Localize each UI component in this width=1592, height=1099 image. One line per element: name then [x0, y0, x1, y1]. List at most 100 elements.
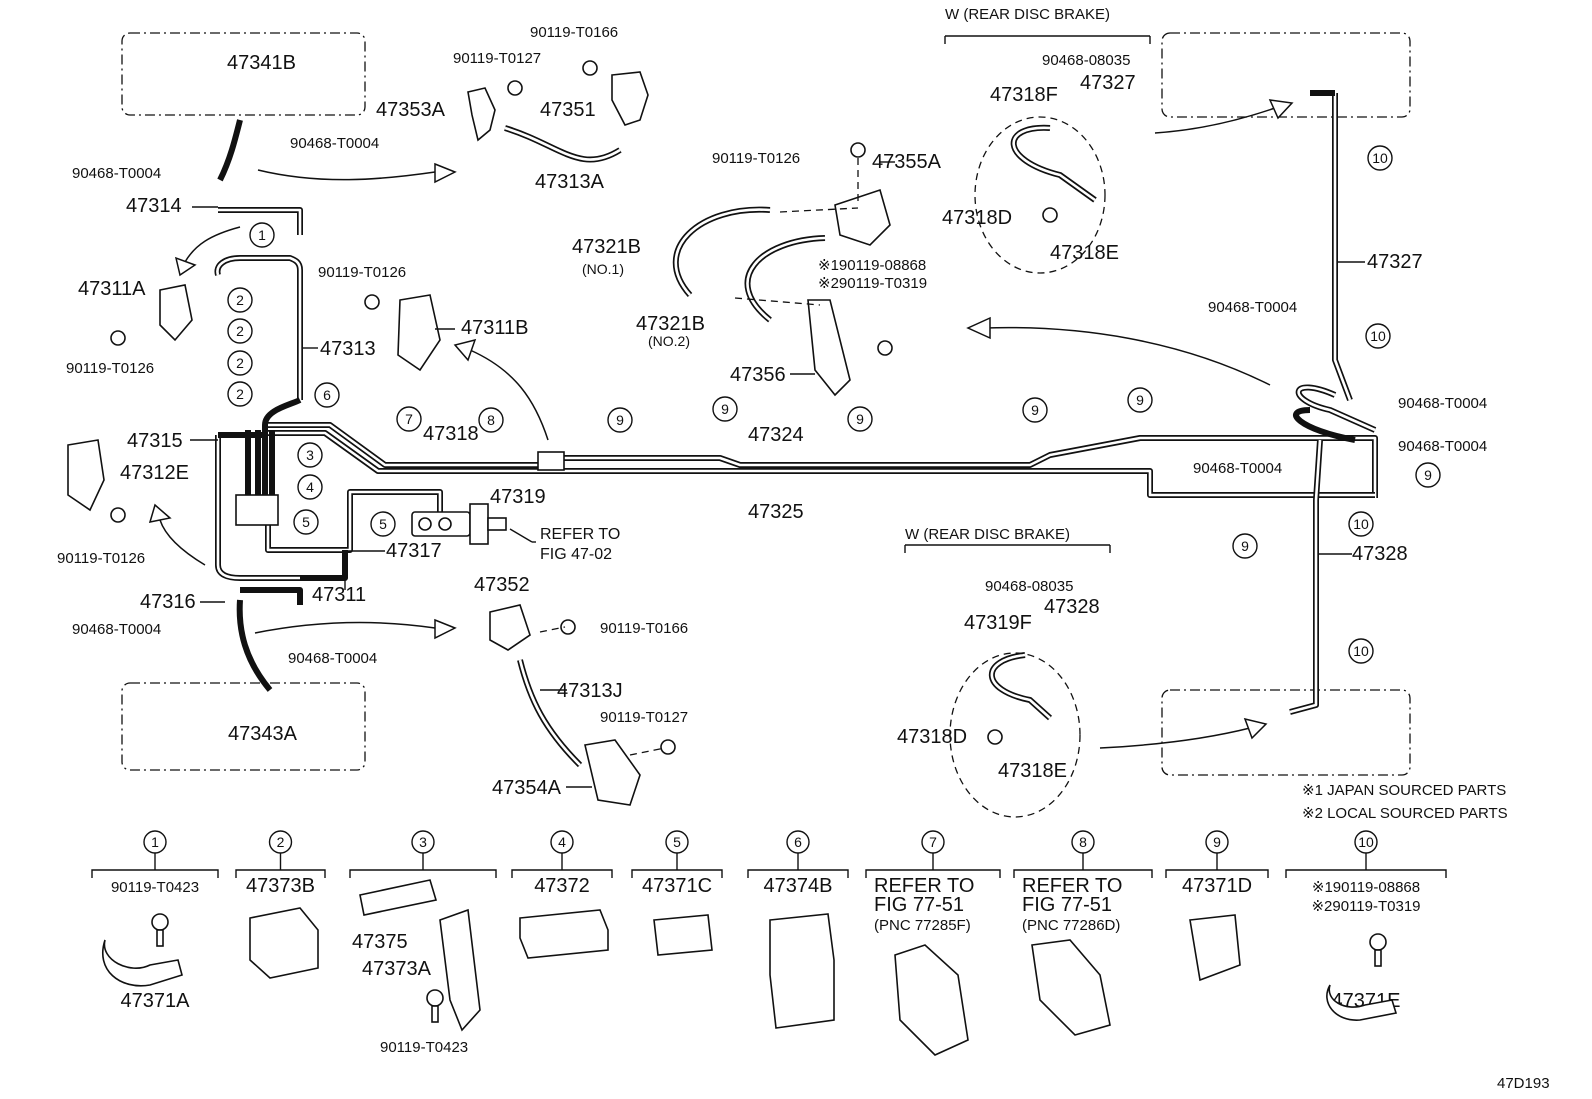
callout-number: 9: [1031, 402, 1039, 418]
callout-bubble: 3: [297, 442, 323, 468]
clip-shape-10: [1326, 984, 1398, 1021]
bolt-shank: [156, 929, 164, 947]
label-47355A: 47355A: [872, 151, 942, 173]
rear-left-wheel-box: [1161, 32, 1411, 118]
clip-shape-1: [102, 939, 183, 987]
legend-japan-sourced: ※1 JAPAN SOURCED PARTS: [1302, 782, 1506, 799]
callout-bubble: 6: [314, 382, 340, 408]
callout-bubble: 9: [1022, 397, 1048, 423]
distribution-block: [235, 494, 279, 526]
callout-number: 9: [721, 401, 729, 417]
label-w-rear-disc-brake: W (REAR DISC BRAKE): [905, 526, 1070, 543]
callout-number: 1: [258, 227, 266, 243]
legend-text: 47373A: [362, 958, 432, 980]
clip-shape-5: [653, 914, 713, 956]
label-refer-to: REFER TO: [540, 526, 620, 543]
callout-bubble: 8: [478, 407, 504, 433]
label-90119-T0127: 90119-T0127: [453, 50, 541, 67]
dashed-leaders: [539, 158, 859, 756]
callout-number: 9: [1241, 538, 1249, 554]
callout-bubble: 5: [370, 511, 396, 537]
label-90119-T0166: 90119-T0166: [530, 24, 618, 41]
label-47318: 47318: [423, 423, 479, 445]
label-47343A: 47343A: [228, 723, 298, 745]
label-47324: 47324: [748, 424, 804, 446]
legend-group-5: 5 47371C: [631, 830, 723, 897]
legend-text: 47374B: [764, 875, 833, 897]
callout-bubble: 1: [249, 222, 275, 248]
label-47311B: 47311B: [461, 317, 528, 339]
label-47319: 47319: [490, 486, 546, 508]
legend-text: FIG 77-51: [874, 894, 964, 916]
label-90468-T0004: 90468-T0004: [1398, 395, 1487, 412]
callout-bubble: 7: [396, 406, 422, 432]
callout-bubble: 10: [1348, 511, 1374, 537]
label-47328: 47328: [1044, 596, 1100, 618]
master-cylinder-valve: [411, 503, 507, 545]
label-90119-T0126: 90119-T0126: [57, 550, 145, 567]
callout-bubble: 9: [1232, 533, 1258, 559]
legend-local-sourced: ※2 LOCAL SOURCED PARTS: [1302, 805, 1508, 822]
callout-number: 2: [236, 323, 244, 339]
label-90468-T0004: 90468-T0004: [1398, 438, 1487, 455]
bolt-icon: [151, 913, 169, 931]
callout-bubble: 9: [1127, 387, 1153, 413]
callout-number: 2: [236, 292, 244, 308]
label-47318F: 47318F: [990, 84, 1058, 106]
label-47353A: 47353A: [376, 99, 446, 121]
bolts: [110, 60, 1058, 755]
legend-text: 47371C: [642, 875, 712, 897]
legend-text: ※190119-08868: [1312, 879, 1420, 896]
brake-tubes: [214, 90, 1378, 715]
label-note-1: ※190119-08868: [818, 257, 926, 274]
callout-number: 2: [236, 386, 244, 402]
legend-number: 8: [1079, 834, 1087, 850]
label-47327: 47327: [1080, 72, 1136, 94]
label-90468-T0004: 90468-T0004: [72, 165, 161, 182]
label-47354A: 47354A: [492, 777, 562, 799]
label-47313A: 47313A: [535, 171, 605, 193]
clip-shape-3: [359, 879, 481, 1032]
legend-number: 5: [673, 834, 681, 850]
part-labels: 47341B 90468-T0004 90468-T0004 47314 473…: [57, 6, 1550, 1092]
rear-right-wheel-box: [1161, 689, 1411, 776]
callout-bubble: 5: [293, 509, 319, 535]
label-47321B: 47321B: [636, 313, 705, 335]
callout-bubble: 4: [297, 474, 323, 500]
clip-shape-7: [894, 944, 969, 1056]
callout-number: 4: [306, 479, 314, 495]
clip-shape-8: [1031, 939, 1111, 1036]
callout-number: 7: [405, 411, 413, 427]
legend-text: 90119-T0423: [380, 1039, 468, 1056]
callout-number: 10: [1353, 643, 1369, 659]
callout-number: 5: [379, 516, 387, 532]
legend-text: 90119-T0423: [111, 879, 199, 896]
legend-text: (PNC 77286D): [1022, 917, 1120, 934]
label-90119-T0126: 90119-T0126: [318, 264, 406, 281]
callout-bubble: 9: [607, 407, 633, 433]
label-47312E: 47312E: [120, 462, 189, 484]
joint-block-47319: [537, 451, 565, 471]
callout-bubble: 2: [227, 350, 253, 376]
legend-number: 6: [794, 834, 802, 850]
callout-number: 10: [1370, 328, 1386, 344]
legend-number: 3: [419, 834, 427, 850]
bolt-shank: [1374, 949, 1382, 967]
label-90119-T0166: 90119-T0166: [600, 620, 688, 637]
label-47321B: 47321B: [572, 236, 641, 258]
label-90468-T0004: 90468-T0004: [288, 650, 377, 667]
legend-number: 9: [1213, 834, 1221, 850]
label-90468-T0004: 90468-T0004: [290, 135, 379, 152]
callout-bubble: 9: [847, 406, 873, 432]
label-47313: 47313: [320, 338, 376, 360]
bolt-icon: [426, 989, 444, 1007]
callout-number: 3: [306, 447, 314, 463]
